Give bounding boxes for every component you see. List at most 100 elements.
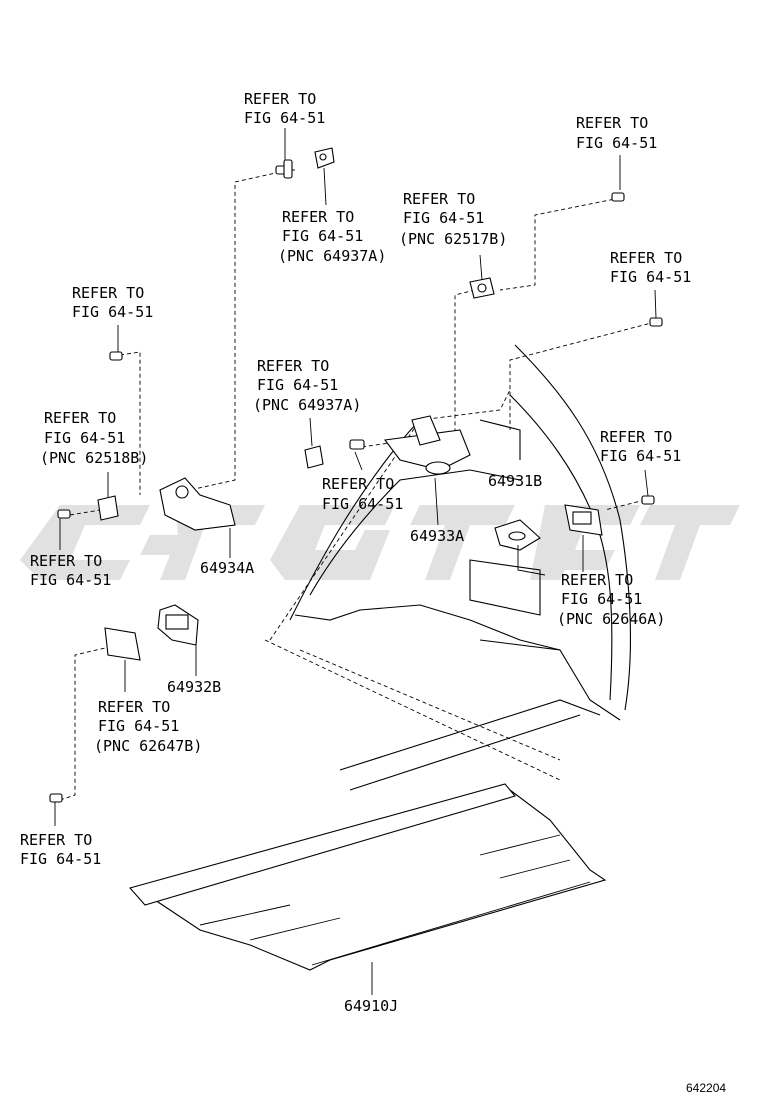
svg-text:REFER TO: REFER TO <box>98 698 170 716</box>
part-number-label: 64931B <box>488 472 542 490</box>
refer-line: FIG 64-51 <box>257 376 338 394</box>
clip-part-64937a-mid <box>304 445 324 469</box>
bolt-left-upper <box>109 351 123 361</box>
svg-text:FIG 64-51: FIG 64-51 <box>403 209 484 227</box>
refer-line: REFER TO <box>44 409 116 427</box>
svg-text:REFER TO: REFER TO <box>576 114 648 132</box>
refer-line: FIG 64-51 <box>600 447 681 465</box>
refer-line: REFER TO <box>561 571 633 589</box>
bolt-right-mid <box>641 495 655 505</box>
refer-line: (PNC 64937A) <box>253 396 361 414</box>
svg-text:REFER TO: REFER TO <box>282 208 354 226</box>
svg-text:REFER TO: REFER TO <box>403 190 475 208</box>
refer-line: FIG 64-51 <box>44 429 125 447</box>
bolt-left-mid <box>57 509 71 519</box>
refer-line: REFER TO <box>20 831 92 849</box>
svg-text:FIG 64-51: FIG 64-51 <box>610 268 691 286</box>
refer-line: FIG 64-51 <box>561 590 642 608</box>
vehicle-body-outline <box>264 344 631 791</box>
refer-line: REFER TO <box>600 428 672 446</box>
dashed-leaders <box>59 171 656 801</box>
refer-line: REFER TO <box>30 552 102 570</box>
refer-label: REFER TO FIG 64-51 <box>610 249 691 286</box>
part-number-label: 64910J <box>344 997 398 1015</box>
refer-label: REFER TO FIG 64-51 <box>576 114 657 152</box>
svg-text:FIG 64-51: FIG 64-51 <box>322 495 403 513</box>
svg-text:FIG 64-51: FIG 64-51 <box>600 447 681 465</box>
refer-line: FIG 64-51 <box>20 850 101 868</box>
refer-line: FIG 64-51 <box>610 268 691 286</box>
svg-text:REFER TO: REFER TO <box>561 571 633 589</box>
bracket-62518b <box>97 495 119 521</box>
refer-label: REFER TO FIG 64-51 (PNC 64937A) <box>278 208 386 265</box>
svg-text:REFER TO: REFER TO <box>72 284 144 302</box>
svg-text:(PNC 62517B): (PNC 62517B) <box>399 230 507 248</box>
refer-label: REFER TO FIG 64-51 (PNC 64937A) <box>253 357 361 414</box>
svg-text:FIG 64-51: FIG 64-51 <box>72 303 153 321</box>
refer-line: REFER TO <box>244 90 316 108</box>
clip-part-64937a-top <box>314 147 335 169</box>
refer-label: REFER TO FIG 64-51 <box>600 428 681 465</box>
svg-text:REFER TO: REFER TO <box>20 831 92 849</box>
part-number-label: 64933A <box>410 527 464 545</box>
svg-text:REFER TO: REFER TO <box>610 249 682 267</box>
refer-line: (PNC 64937A) <box>278 247 386 265</box>
svg-text:FIG 64-51: FIG 64-51 <box>244 109 325 127</box>
svg-text:FIG 64-51: FIG 64-51 <box>576 134 657 152</box>
refer-line: REFER TO <box>322 475 394 493</box>
refer-label: REFER TO FIG 64-51 (PNC 62646A) <box>557 571 665 628</box>
refer-line: FIG 64-51 <box>282 227 363 245</box>
diagram-code: 642204 <box>686 1081 726 1095</box>
bolt-right-upper <box>649 317 663 327</box>
refer-line: FIG 64-51 <box>98 717 179 735</box>
refer-line: FIG 64-51 <box>30 571 111 589</box>
bracket-62517b <box>469 277 495 299</box>
leader-lines <box>54 128 657 995</box>
refer-line: REFER TO <box>610 249 682 267</box>
svg-text:REFER TO: REFER TO <box>44 409 116 427</box>
svg-text:(PNC 62646A): (PNC 62646A) <box>557 610 665 628</box>
refer-line: (PNC 62646A) <box>557 610 665 628</box>
svg-text:REFER TO: REFER TO <box>600 428 672 446</box>
refer-line: FIG 64-51 <box>322 495 403 513</box>
refer-label: REFER TO FIG 64-51 (PNC 62518B) <box>40 409 148 467</box>
refer-line: REFER TO <box>98 698 170 716</box>
svg-text:REFER TO: REFER TO <box>30 552 102 570</box>
part-number-label: 64934A <box>200 559 254 577</box>
refer-label: REFER TO FIG 64-51 <box>244 90 325 127</box>
refer-line: FIG 64-51 <box>403 209 484 227</box>
holder-64934a <box>159 477 236 531</box>
refer-label: REFER TO FIG 64-51 (PNC 62647B) <box>94 698 202 755</box>
refer-label: REFER TO FIG 64-51 (PNC 62517B) <box>399 190 507 248</box>
refer-line: FIG 64-51 <box>576 134 657 152</box>
refer-line: REFER TO <box>576 114 648 132</box>
bracket-64931b <box>494 519 541 551</box>
svg-text:REFER TO: REFER TO <box>257 357 329 375</box>
svg-text:FIG 64-51: FIG 64-51 <box>282 227 363 245</box>
svg-text:(PNC 62518B): (PNC 62518B) <box>40 449 148 467</box>
bolt-top-right <box>611 192 625 202</box>
svg-text:(PNC 64937A): (PNC 64937A) <box>253 396 361 414</box>
refer-line: REFER TO <box>282 208 354 226</box>
svg-text:FIG 64-51: FIG 64-51 <box>44 429 125 447</box>
svg-text:REFER TO: REFER TO <box>244 90 316 108</box>
svg-text:(PNC 62647B): (PNC 62647B) <box>94 737 202 755</box>
part-number-label: 64932B <box>167 678 221 696</box>
refer-label: REFER TO FIG 64-51 <box>30 552 111 589</box>
refer-label: REFER TO FIG 64-51 <box>322 475 403 513</box>
refer-label: REFER TO FIG 64-51 <box>20 831 101 868</box>
bolt-top-left <box>275 159 295 179</box>
tonneau-cover-64910j <box>129 783 607 971</box>
refer-line: REFER TO <box>403 190 475 208</box>
svg-text:FIG 64-51: FIG 64-51 <box>561 590 642 608</box>
svg-text:FIG 64-51: FIG 64-51 <box>257 376 338 394</box>
refer-line: FIG 64-51 <box>72 303 153 321</box>
refer-line: REFER TO <box>257 357 329 375</box>
refer-line: FIG 64-51 <box>244 109 325 127</box>
refer-line: (PNC 62647B) <box>94 737 202 755</box>
bolt-mid <box>349 439 365 450</box>
holder-assy-64933a <box>383 415 471 475</box>
bolt-bottom-left <box>49 793 63 803</box>
refer-label: REFER TO FIG 64-51 <box>72 284 153 321</box>
